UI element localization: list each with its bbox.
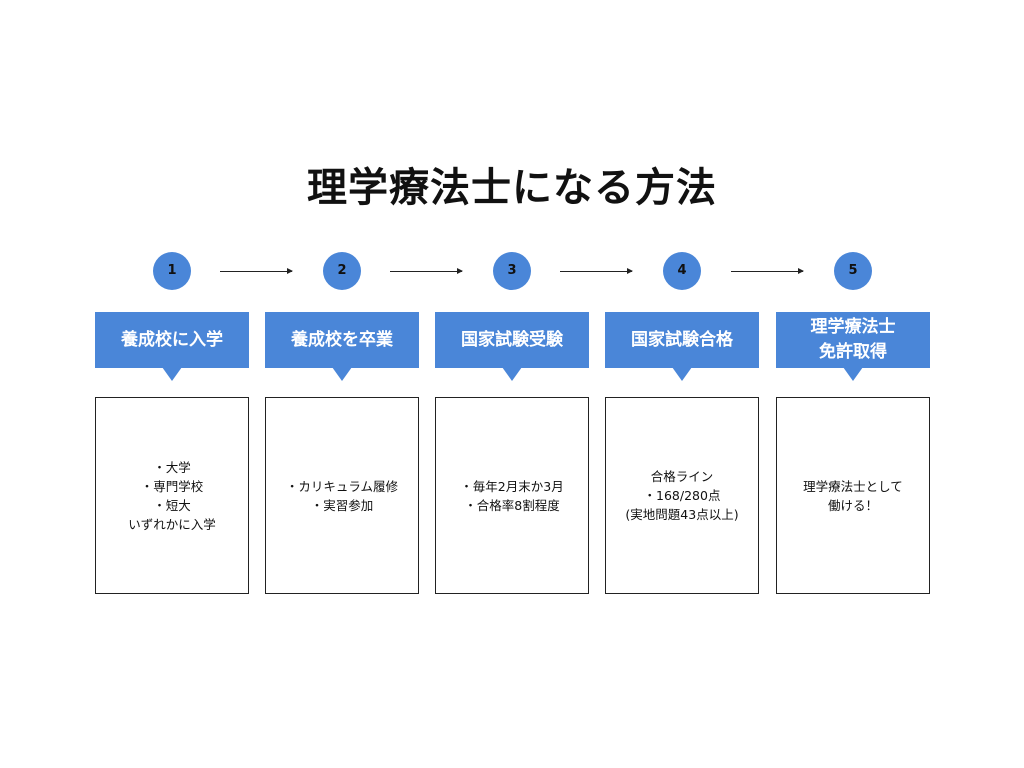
step-pointer (332, 367, 352, 381)
step-detail-line: ・カリキュラム履修 (285, 478, 399, 494)
step-pointer (672, 367, 692, 381)
step-heading: 国家試験受験 (435, 312, 589, 368)
step-heading: 理学療法士 免許取得 (776, 312, 930, 368)
step-detail-box: ・大学 ・専門学校 ・短大 いずれかに入学 (95, 397, 249, 594)
step-detail-line: いずれかに入学 (128, 516, 216, 532)
step-detail-box: 合格ライン ・168/280点 (実地問題43点以上) (605, 397, 759, 594)
step-detail-line: ・実習参加 (310, 497, 374, 513)
step-number-circle: 2 (323, 252, 361, 290)
step-number-circle: 4 (663, 252, 701, 290)
step-pointer (502, 367, 522, 381)
step-detail-line: 合格ライン (650, 469, 714, 484)
step-4: 4 国家試験合格 合格ライン ・168/280点 (実地問題43点以上) (605, 0, 759, 768)
flow-arrow (731, 268, 804, 274)
step-detail-line: 理学療法士として (803, 478, 903, 494)
flow-arrow (220, 268, 293, 274)
step-5: 5 理学療法士 免許取得 理学療法士として 働ける！ (776, 0, 930, 768)
step-detail-line: ・毎年2月末か3月 (460, 478, 564, 494)
step-detail-line: (実地問題43点以上) (625, 507, 739, 522)
step-detail-line: ・短大 (153, 497, 191, 513)
step-pointer (843, 367, 863, 381)
step-detail-box: 理学療法士として 働ける！ (776, 397, 930, 594)
step-number-circle: 1 (153, 252, 191, 290)
step-detail-box: ・カリキュラム履修 ・実習参加 (265, 397, 419, 594)
step-3: 3 国家試験受験 ・毎年2月末か3月 ・合格率8割程度 (435, 0, 589, 768)
step-detail-box: ・毎年2月末か3月 ・合格率8割程度 (435, 397, 589, 594)
step-detail-line: 働ける！ (827, 497, 878, 513)
step-heading: 養成校を卒業 (265, 312, 419, 368)
page-title: 理学療法士になる方法 (307, 165, 717, 211)
step-2: 2 養成校を卒業 ・カリキュラム履修 ・実習参加 (265, 0, 419, 768)
step-detail-line: ・大学 (153, 459, 191, 475)
step-heading: 国家試験合格 (605, 312, 759, 368)
step-number-circle: 5 (834, 252, 872, 290)
step-detail-line: ・合格率8割程度 (464, 497, 560, 513)
step-heading: 養成校に入学 (95, 312, 249, 368)
step-detail-line: ・専門学校 (140, 478, 204, 494)
step-1: 1 養成校に入学 ・大学 ・専門学校 ・短大 いずれかに入学 (95, 0, 249, 768)
step-detail-line: ・168/280点 (643, 488, 721, 503)
step-number-circle: 3 (493, 252, 531, 290)
flow-arrow (560, 268, 633, 274)
flow-arrow (390, 268, 463, 274)
step-pointer (162, 367, 182, 381)
